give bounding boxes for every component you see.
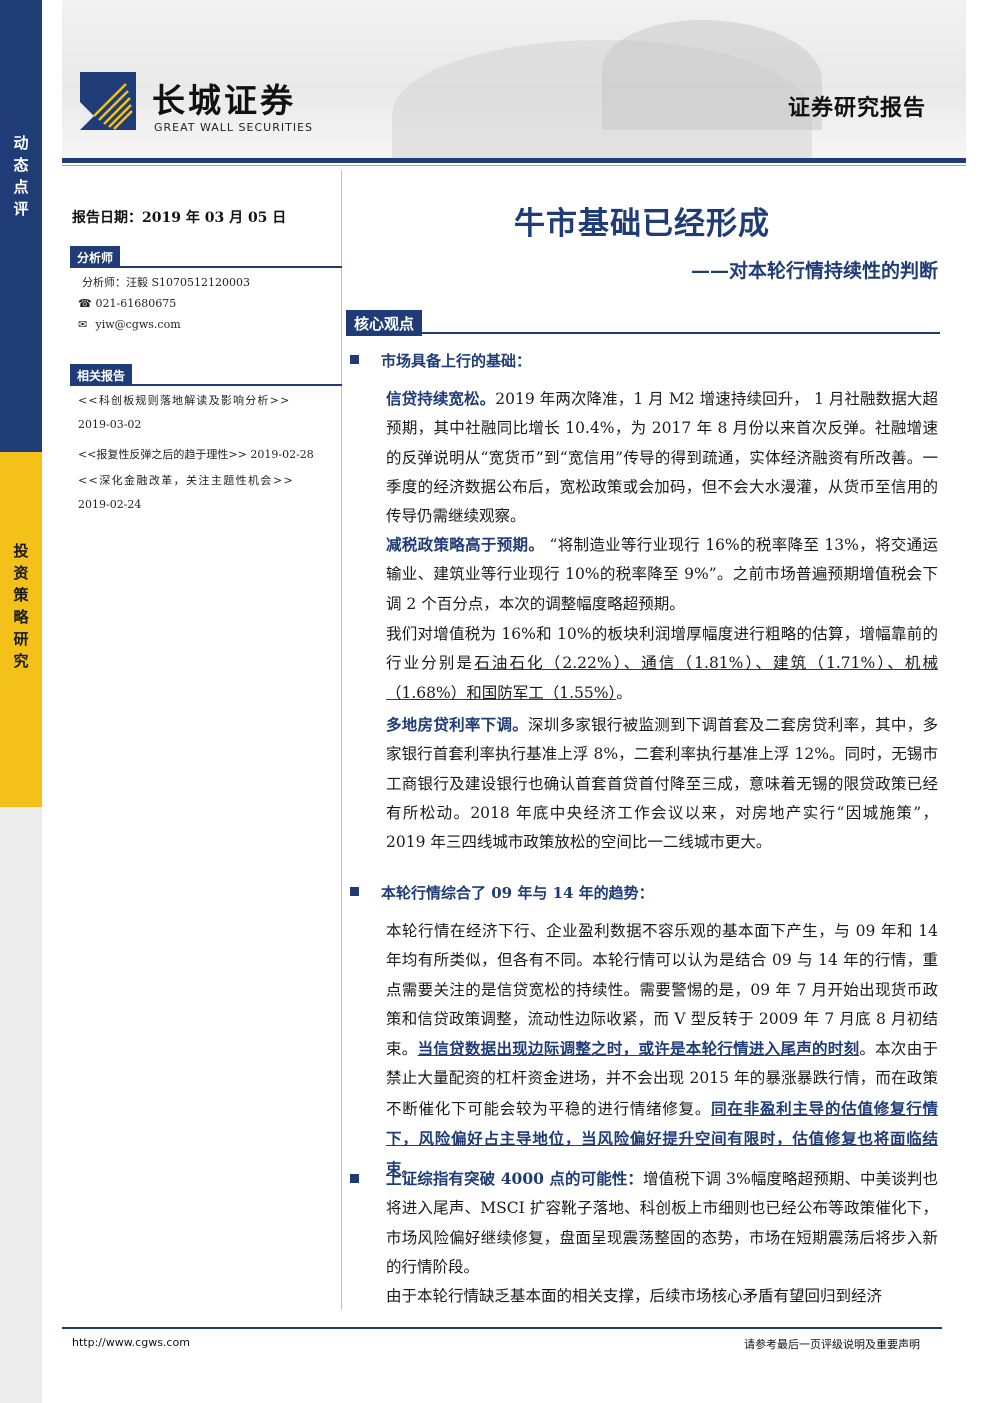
paragraph-body: 本轮行情在经济下行、企业盈利数据不容乐观的基本面下产生，与 09 年和 14 年…	[386, 922, 938, 1059]
paragraph-index: 上证综指有突破 4000 点的可能性：增值税下调 3%幅度略超预期、中美谈判也将…	[350, 1164, 938, 1282]
company-logo-english: GREAT WALL SECURITIES	[154, 121, 314, 134]
paragraph-mortgage: 多地房贷利率下调。深圳多家银行被监测到下调首套及二套房贷利率，其中，多家银行首套…	[386, 710, 938, 857]
page-header: 长城证券 GREAT WALL SECURITIES 证券研究报告	[62, 0, 966, 158]
email-address[interactable]: yiw@cgws.com	[95, 318, 181, 331]
underlined-text: 石油石化（2.22%）、通信（1.81%）、建筑（1.71%）、机械（1.68%…	[386, 654, 938, 702]
footer-divider	[62, 1327, 942, 1329]
header-divider-thin	[62, 165, 966, 166]
core-views-label: 核心观点	[346, 310, 423, 336]
paragraph-body: 我们对增值税为 16%和 10%的板块利润增厚幅度进行粗略的估算，增幅靠前的行业…	[386, 625, 938, 673]
paragraph-body: 增值税下调 3%幅度略超预期、中美谈判也将进入尾声、MSCI 扩容靴子落地、科创…	[386, 1170, 938, 1276]
sidebar-category-label: 动 态 点 评	[13, 134, 29, 218]
related-report-link[interactable]: <<科创板规则落地解读及影响分析>>	[78, 394, 291, 407]
square-bullet-icon	[350, 355, 359, 364]
bullet-heading: 本轮行情综合了 09 年与 14 年的趋势：	[350, 882, 654, 903]
logo-icon	[80, 72, 136, 130]
phone-number: 021-61680675	[95, 297, 177, 310]
report-date: 报告日期：2019 年 03 月 05 日	[72, 210, 287, 226]
analyst-section-header: 分析师	[70, 246, 342, 268]
bullet-heading-text: 市场具备上行的基础：	[381, 352, 532, 370]
square-bullet-icon	[350, 887, 359, 896]
analyst-email[interactable]: ✉ yiw@cgws.com	[78, 318, 181, 331]
related-reports-label: 相关报告	[70, 364, 133, 386]
related-reports-header: 相关报告	[70, 364, 342, 386]
footer-disclaimer-note: 请参考最后一页评级说明及重要声明	[744, 1338, 920, 1351]
related-report-link[interactable]: <<报复性反弹之后的趋于理性>> 2019-02-28	[78, 448, 314, 461]
sidebar-middle-band: 投 资 策 略 研 究	[0, 452, 42, 807]
left-sidebar: 动 态 点 评 投 资 策 略 研 究	[0, 0, 42, 1403]
related-report-date: 2019-03-02	[78, 418, 142, 431]
paragraph-body: 由于本轮行情缺乏基本面的相关支撑，后续市场核心矛盾有望回归到经济	[386, 1287, 883, 1305]
analyst-name: 分析师：汪毅 S1070512120003	[82, 276, 251, 289]
core-views-header: 核心观点	[346, 310, 940, 336]
paragraph-body: 深圳多家银行被监测到下调首套及二套房贷利率，其中，多家银行首套利率执行基准上浮 …	[386, 716, 938, 852]
report-title: 牛市基础已经形成	[514, 206, 770, 242]
report-subtitle: ——对本轮行情持续性的判断	[690, 260, 938, 282]
highlighted-text: 当信贷数据出现边际调整之时，或许是本轮行情进入尾声的时刻	[417, 1039, 860, 1059]
report-type-label: 证券研究报告	[787, 95, 926, 121]
paragraph-estimate: 我们对增值税为 16%和 10%的板块利润增厚幅度进行粗略的估算，增幅靠前的行业…	[386, 620, 938, 708]
paragraph-body: 。	[401, 1160, 418, 1179]
email-icon: ✉	[78, 318, 88, 331]
footer-website-link[interactable]: http://www.cgws.com	[72, 1336, 190, 1349]
analyst-phone: ☎ 021-61680675	[78, 297, 176, 310]
paragraph-trend: 本轮行情在经济下行、企业盈利数据不容乐观的基本面下产生，与 09 年和 14 年…	[386, 917, 938, 1185]
paragraph-body: “将制造业等行业现行 16%的税率降至 13%，将交通运输业、建筑业等行业现行 …	[386, 536, 938, 613]
sidebar-topic-label: 投 资 策 略 研 究	[13, 542, 29, 670]
paragraph-body: 2019 年两次降准，1 月 M2 增速持续回升， 1 月社融数据大超预期，其中…	[386, 390, 938, 526]
related-report-date: 2019-02-24	[78, 498, 142, 511]
paragraph-tax: 减税政策略高于预期。 “将制造业等行业现行 16%的税率降至 13%，将交通运输…	[386, 530, 938, 619]
info-column: 报告日期：2019 年 03 月 05 日 分析师 分析师：汪毅 S107051…	[62, 170, 342, 1310]
sidebar-top-band: 动 态 点 评	[0, 0, 42, 452]
header-divider	[62, 158, 966, 163]
paragraph-body: 。	[616, 683, 632, 702]
bullet-heading: 市场具备上行的基础：	[350, 350, 531, 371]
bullet-heading-text: 上证综指有突破 4000 点的可能性：	[386, 1169, 644, 1188]
paragraph-lead: 信贷持续宽松。	[386, 389, 496, 408]
analyst-section-label: 分析师	[70, 246, 121, 268]
paragraph-body: 。本次由于禁止大量配资的杠杆资金进场，并不会出现 2015 年的暴涨暴跌行情，而…	[386, 1040, 938, 1118]
paragraph-lead: 减税政策略高于预期。	[386, 535, 545, 554]
header-mountain-decoration	[602, 20, 822, 130]
paragraph-credit: 信贷持续宽松。2019 年两次降准，1 月 M2 增速持续回升， 1 月社融数据…	[386, 384, 938, 531]
paragraph-lead: 多地房贷利率下调。	[386, 715, 529, 734]
bullet-heading-text: 本轮行情综合了 09 年与 14 年的趋势：	[381, 884, 654, 902]
phone-icon: ☎	[78, 297, 92, 310]
square-bullet-icon	[350, 1174, 359, 1183]
company-logo-name: 长城证券	[152, 81, 296, 120]
highlighted-text: 同在非盈利主导的估值修复行情下，风险偏好占主导地位，当风险偏好提升空间有限时，估…	[386, 1098, 938, 1179]
related-report-link[interactable]: <<深化金融改革，关注主题性机会>>	[78, 474, 295, 487]
paragraph-outlook: 由于本轮行情缺乏基本面的相关支撑，后续市场核心矛盾有望回归到经济	[386, 1282, 938, 1311]
